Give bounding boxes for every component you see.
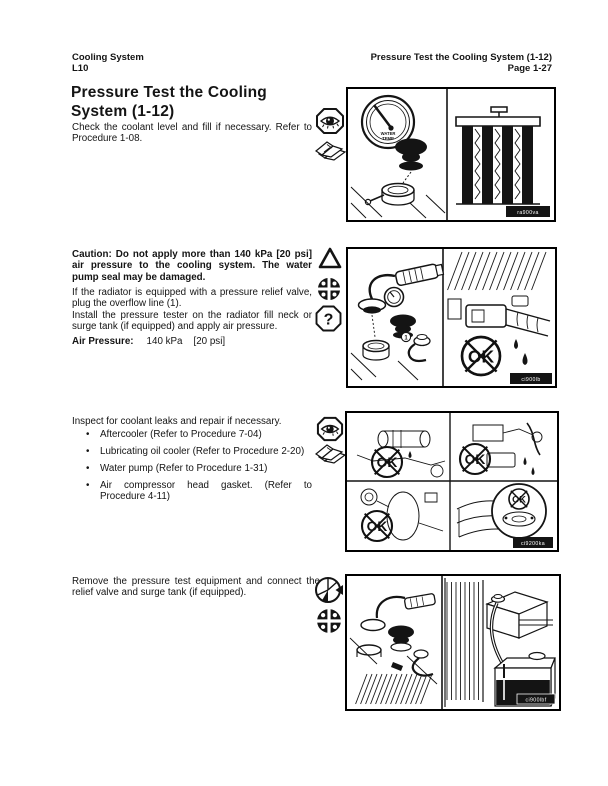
figure-2-pressure-tester: 1 OK ci900lb (346, 247, 557, 388)
pie-wheel-remove-icon (314, 575, 344, 610)
list-item-aftercooler: • Aftercooler (Refer to Procedure 7-04) (86, 429, 262, 440)
figure-code-badge: ci9200ka (521, 541, 545, 547)
bullet-marker: • (86, 445, 90, 457)
service-manual-book-icon (313, 139, 347, 166)
figure-1-check-coolant: WATER TEMP (346, 87, 556, 222)
figure-code-badge: ra900va (517, 210, 539, 216)
header-section-name: Cooling System (72, 52, 144, 63)
crossed-ok-symbol: OK (509, 489, 529, 509)
crossed-ok-symbol: OK (372, 447, 402, 477)
header-left: Cooling System L10 (72, 52, 144, 74)
question-glyph: ? (324, 312, 334, 329)
page-title: Pressure Test the Cooling System (1-12) (71, 84, 267, 120)
figure-code-badge: ci900lb (521, 377, 540, 383)
air-pressure-label: Air Pressure: (72, 336, 134, 347)
caution-paragraph: Caution: Do not apply more than 140 kPa … (72, 249, 312, 283)
bullet-marker: • (86, 462, 90, 474)
callout-1: 1 (404, 336, 408, 342)
figure-4-reconnect-surge-tank: ci900lbf (345, 574, 561, 711)
question-octagon-icon: ? (315, 305, 342, 337)
header-engine-model: L10 (72, 63, 89, 74)
gauge-label: WATER (381, 131, 396, 136)
inspect-eye-icon (316, 416, 344, 447)
list-item-oil-cooler: • Lubricating oil cooler (Refer to Proce… (86, 445, 305, 457)
inspect-eye-icon (315, 107, 345, 140)
air-pressure-imperial: [20 psi] (193, 336, 226, 347)
list-item-air-compressor: • Air compressor head gasket. (Refer to … (86, 479, 312, 503)
remove-equipment-paragraph: Remove the pressure test equipment and c… (72, 576, 320, 599)
header-right: Pressure Test the Cooling System (1-12) … (371, 52, 552, 74)
figure-code-badge: ci900lbf (525, 698, 546, 704)
clover-wheel-icon (315, 275, 343, 308)
bullet-marker: • (86, 479, 90, 491)
relief-valve-paragraph: If the radiator is equipped with a press… (72, 287, 312, 310)
check-coolant-paragraph: Check the coolant level and fill if nece… (72, 122, 312, 145)
warning-triangle-icon (318, 247, 342, 274)
figure-3-leak-points: OK OK OK (345, 411, 559, 552)
list-item-water-pump: • Water pump (Refer to Procedure 1-31) (86, 462, 268, 474)
leak-points-list: • Aftercooler (Refer to Procedure 7-04) … (86, 429, 312, 508)
header-procedure-title: Pressure Test the Cooling System (1-12) (370, 52, 552, 63)
gauge-label: TEMP (382, 136, 394, 141)
header-page-number: Page 1-27 (507, 63, 552, 74)
inspect-leaks-paragraph: Inspect for coolant leaks and repair if … (72, 416, 282, 427)
service-manual-book-icon (313, 442, 347, 469)
crossed-ok-symbol: OK (462, 337, 500, 375)
crossed-ok-symbol: OK (460, 444, 490, 474)
air-pressure-metric: 140 kPa (146, 336, 183, 347)
install-tester-paragraph: Install the pressure tester on the radia… (72, 310, 312, 333)
clover-wheel-icon (314, 606, 344, 641)
air-pressure-spec: Air Pressure: 140 kPa [20 psi] (72, 336, 225, 347)
crossed-ok-symbol: OK (362, 511, 392, 541)
bullet-marker: • (86, 429, 90, 440)
